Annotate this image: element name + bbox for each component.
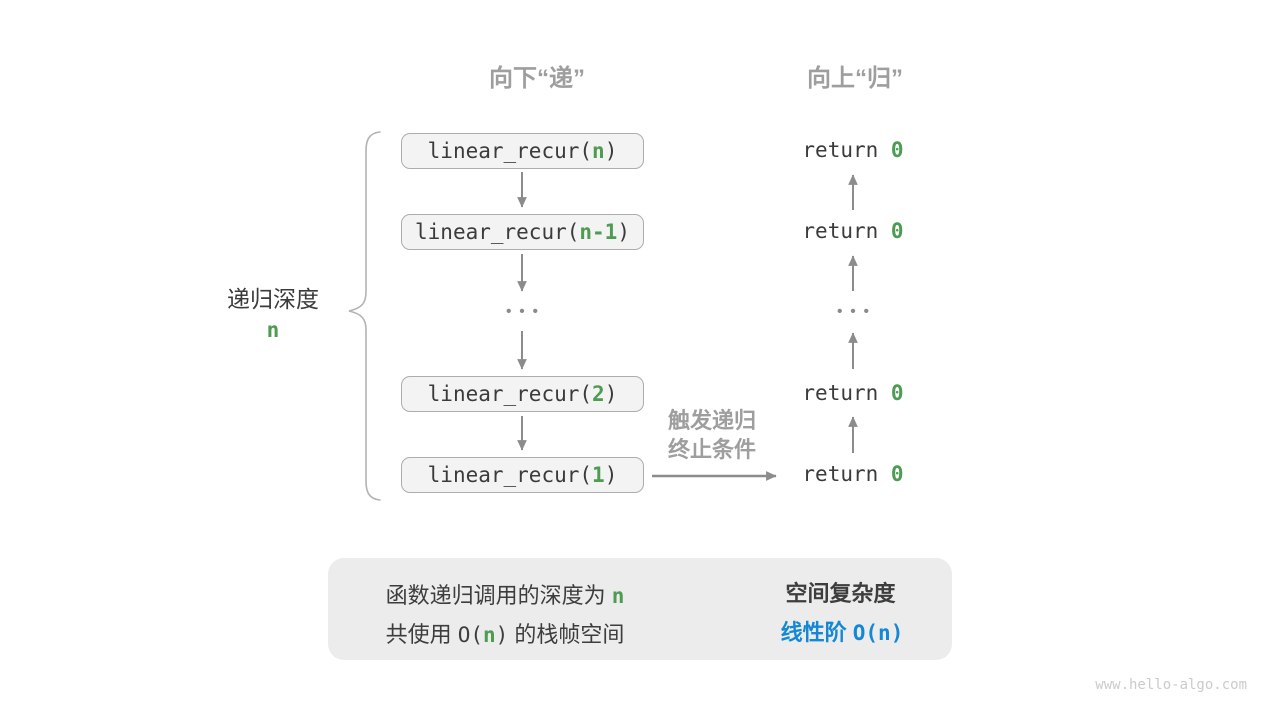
stack-node-2: linear_recur(2): [401, 376, 644, 412]
code-arg: 1: [592, 463, 605, 487]
stack-node-n-1: linear_recur(n-1): [401, 214, 644, 250]
code-text: return: [802, 219, 891, 243]
code-text: ): [617, 220, 630, 244]
result-big-o-close: ): [890, 621, 904, 645]
code-text: ): [604, 463, 618, 487]
summary-depth-line: 函数递归调用的深度为 n: [340, 578, 670, 610]
summary-space-text-post: 的栈帧空间: [508, 622, 625, 647]
stack-ellipsis: •••: [506, 303, 546, 320]
code-text: linear_recur(: [427, 139, 593, 163]
code-text: ): [604, 382, 618, 406]
code-text: linear_recur(: [427, 382, 593, 406]
summary-panel: [328, 558, 952, 660]
return-statement: return 0: [763, 138, 943, 162]
return-statement: return 0: [763, 219, 943, 243]
code-text: ): [604, 139, 618, 163]
base-case-caption-line1: 触发递归: [667, 408, 756, 433]
summary-space-text-pre: 共使用: [385, 622, 458, 647]
base-case-caption: 触发递归 终止条件: [638, 406, 786, 464]
code-arg: n: [592, 139, 605, 163]
return-value: 0: [890, 462, 904, 486]
recursion-depth-value: n: [266, 318, 280, 342]
recursion-depth-label: 递归深度: [227, 286, 319, 312]
depth-brace-icon: [348, 131, 381, 501]
site-watermark: www.hello-algo.com: [1095, 677, 1247, 693]
code-text: return: [802, 462, 891, 486]
return-statement: return 0: [763, 462, 943, 486]
summary-depth-var: n: [611, 584, 625, 608]
summary-space-var: n: [482, 623, 496, 647]
code-arg: n-1: [579, 220, 618, 244]
return-value: 0: [890, 138, 904, 162]
stack-node-n: linear_recur(n): [401, 133, 644, 169]
ascend-column-header: 向上“归”: [807, 65, 903, 92]
space-complexity-title: 空间复杂度: [785, 581, 896, 606]
return-statement: return 0: [763, 381, 943, 405]
result-big-o-var: n: [878, 621, 891, 645]
return-value: 0: [890, 219, 904, 243]
return-ellipsis: •••: [837, 303, 877, 320]
code-text: return: [802, 138, 891, 162]
base-case-caption-line2: 终止条件: [667, 437, 756, 462]
code-text: linear_recur(: [427, 463, 593, 487]
result-big-o-open: O(: [852, 621, 879, 645]
big-o-open: O(: [457, 623, 483, 647]
code-arg: 2: [592, 382, 605, 406]
return-value: 0: [890, 381, 904, 405]
stack-node-1: linear_recur(1): [401, 457, 644, 493]
descend-column-header: 向下“递”: [489, 65, 585, 92]
summary-space-line: 共使用 O(n) 的栈帧空间: [340, 617, 670, 649]
code-text: linear_recur(: [415, 220, 580, 244]
code-text: return: [802, 381, 891, 405]
summary-depth-text: 函数递归调用的深度为: [385, 583, 612, 608]
big-o-close: ): [495, 623, 509, 647]
space-complexity-result: 线性阶 O(n): [742, 615, 942, 647]
result-order-label: 线性阶: [780, 620, 853, 645]
